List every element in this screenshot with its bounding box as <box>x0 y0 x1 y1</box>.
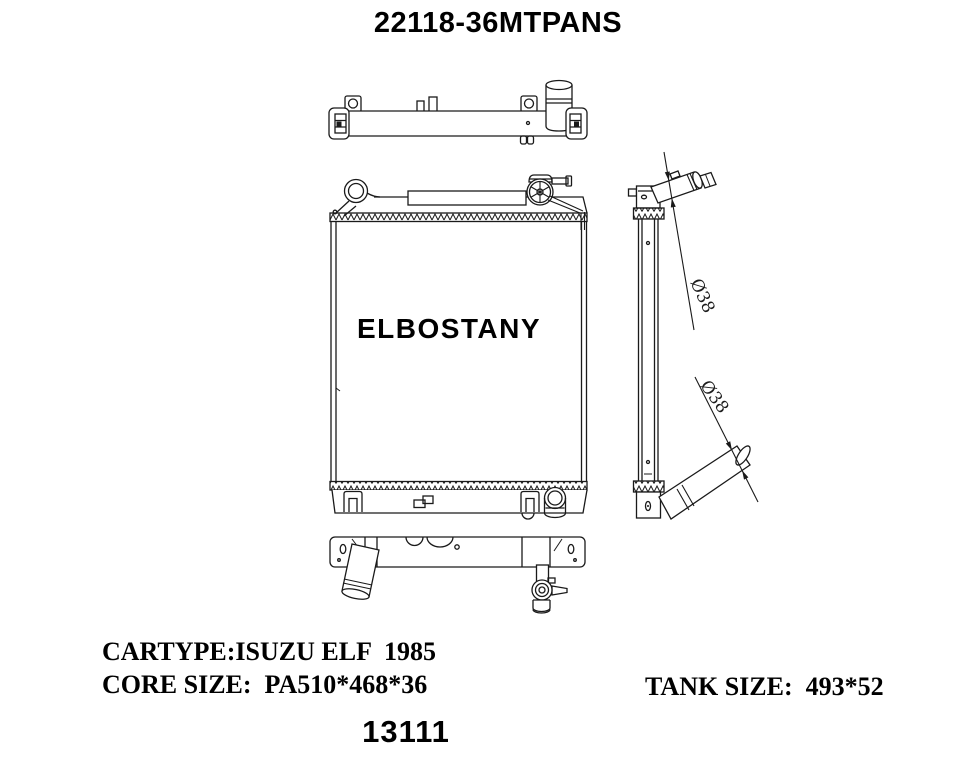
top-view-drawing <box>328 79 588 145</box>
side-view-drawing <box>627 170 751 520</box>
bottom-view-drawing <box>329 536 586 614</box>
spec-core-size: CORE SIZE: PA510*468*36 <box>102 670 428 699</box>
footer-part-code: 13111 <box>362 714 450 749</box>
front-view-drawing <box>329 174 588 520</box>
spec-tank-size: TANK SIZE: 493*52 <box>645 672 884 701</box>
spec-cartype: CARTYPE:ISUZU ELF 1985 <box>102 637 436 666</box>
brand-watermark: ELBOSTANY <box>356 313 542 344</box>
part-number-title: 22118-36MTPANS <box>373 7 623 39</box>
dimension-lines <box>663 151 759 503</box>
